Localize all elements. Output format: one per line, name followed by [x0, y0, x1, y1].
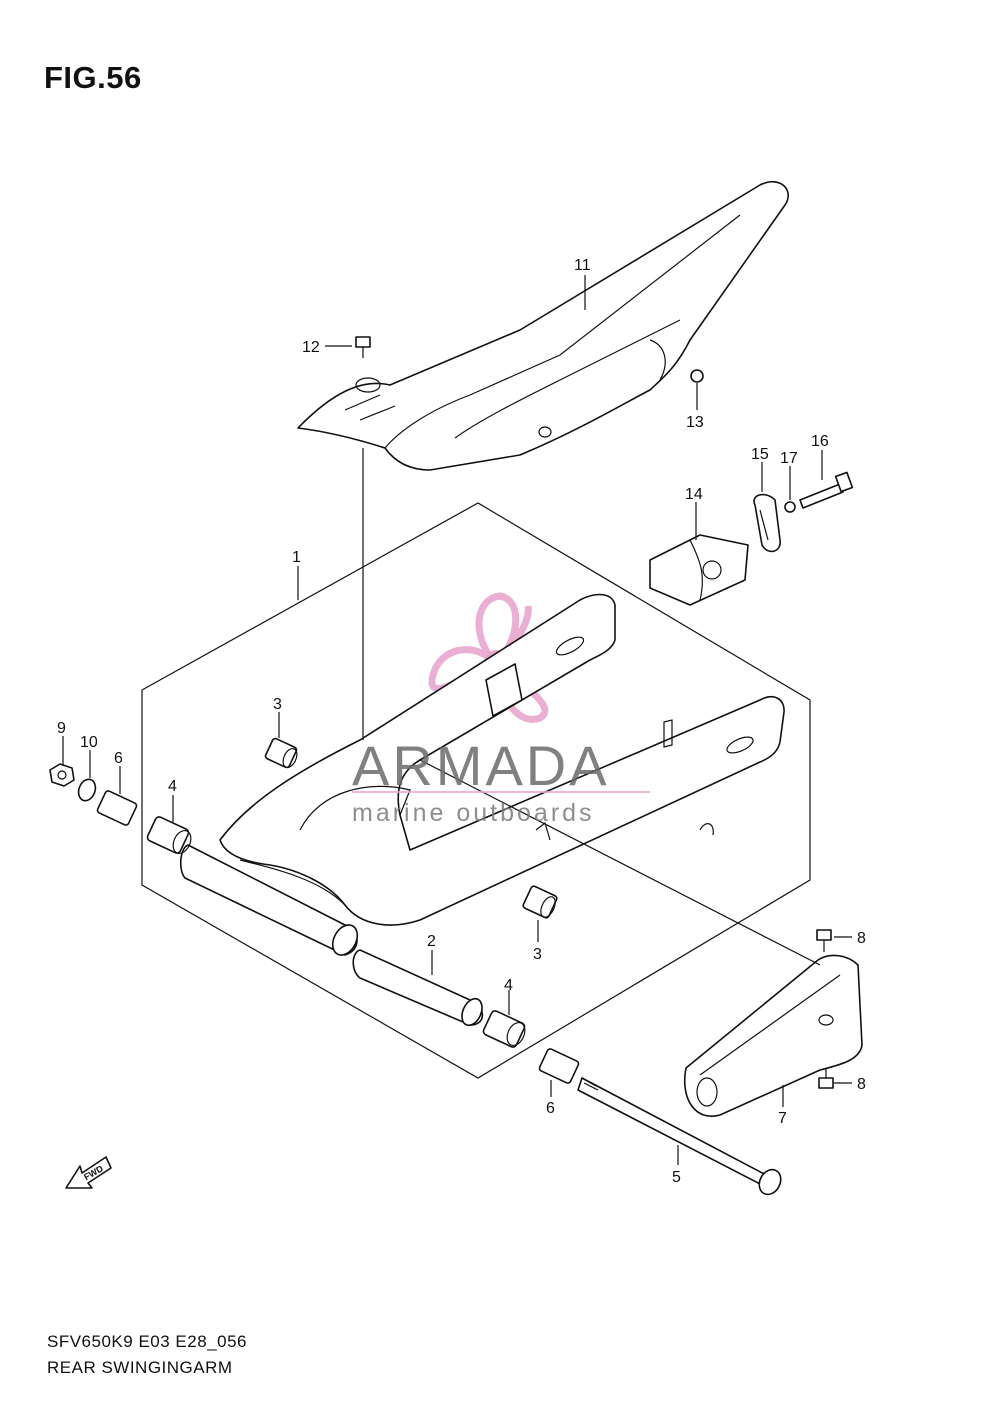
callout-8-lower: 8	[857, 1076, 866, 1093]
callout-9: 9	[57, 720, 66, 737]
callout-3: 3	[273, 696, 282, 713]
bolt-part-8	[816, 929, 832, 952]
callout-13: 13	[686, 414, 704, 431]
bearing-part-4-lower	[482, 1010, 526, 1048]
watermark-brand-name: ARMADA	[352, 734, 610, 797]
callout-10: 10	[80, 734, 98, 751]
callout-15: 15	[751, 446, 769, 463]
spacer-part-2	[352, 949, 484, 1027]
diagram-description: REAR SWINGINGARM	[47, 1358, 233, 1377]
adjuster-plate-part-15	[753, 493, 781, 553]
washer-part-17	[784, 501, 796, 513]
callout-6: 6	[114, 750, 123, 767]
callout-17: 17	[780, 450, 798, 467]
figure-title: FIG.56	[44, 60, 142, 95]
callout-leaders	[62, 275, 852, 1165]
bearing-part-4	[146, 816, 192, 854]
callout-8: 8	[857, 930, 866, 947]
collar-part-6	[96, 790, 138, 826]
collar-part-6-lower	[538, 1048, 580, 1084]
bolt-part-16	[799, 471, 854, 509]
fwd-arrow-icon: FWD	[65, 1156, 112, 1189]
callout-4-lower: 4	[504, 977, 513, 994]
callout-7: 7	[778, 1110, 787, 1127]
adjuster-bracket-part-14	[649, 534, 749, 606]
callout-3-lower: 3	[533, 946, 542, 963]
callout-12: 12	[302, 339, 320, 356]
callout-4: 4	[168, 778, 177, 795]
assembly-outline	[141, 502, 811, 1079]
nut-part-9	[49, 763, 75, 787]
chain-guide-part-7	[684, 954, 863, 1117]
watermark-tagline: marine outboards	[352, 799, 595, 827]
callout-2: 2	[427, 933, 436, 950]
callout-5: 5	[672, 1169, 681, 1186]
swingarm-part-1	[219, 593, 785, 926]
bolt-part-12	[355, 336, 371, 358]
callout-6-lower: 6	[546, 1100, 555, 1117]
washer-part-10	[77, 778, 97, 802]
bearing-part-3	[264, 737, 298, 769]
callout-16: 16	[811, 433, 829, 450]
screw-part-13	[690, 369, 704, 383]
assembly-leader-line	[419, 759, 821, 966]
bearing-part-3-lower	[522, 885, 558, 919]
callout-11: 11	[574, 257, 591, 274]
callout-1: 1	[292, 549, 301, 566]
pivot-shaft-part-5	[577, 1077, 782, 1196]
model-code: SFV650K9 E03 E28_056	[47, 1332, 247, 1351]
chain-case-part-11	[297, 180, 789, 471]
bolt-part-8-lower	[818, 1068, 834, 1089]
callout-14: 14	[685, 486, 703, 503]
